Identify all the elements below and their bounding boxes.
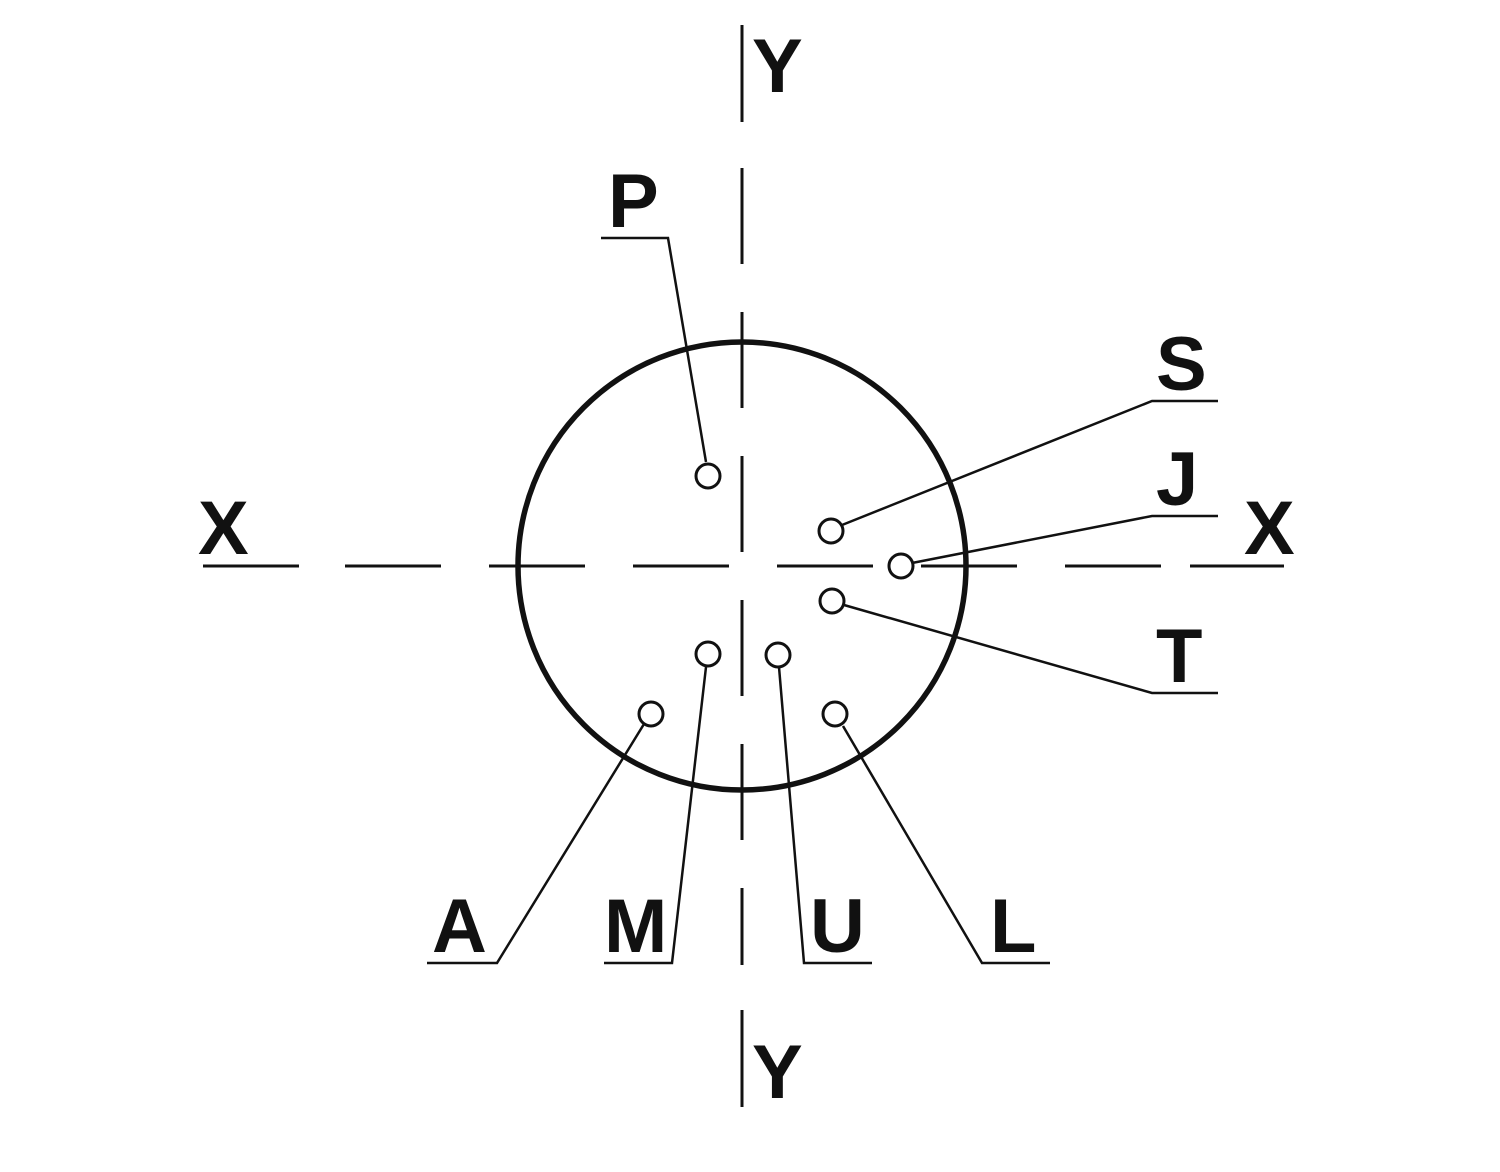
pin-label-u: U [810,884,865,969]
leader-line-u [777,666,872,965]
leader-line-l [841,725,1050,965]
leader-line-j [911,514,1218,565]
leader-line-t [843,603,1218,695]
axis-label-x-right: X [1244,486,1295,571]
connector-outline [515,339,969,793]
pin-l [821,700,849,728]
pin-p [694,462,722,490]
leader-line-m [604,666,708,965]
pin-label-j: J [1156,437,1198,522]
pin-label-s: S [1156,322,1207,407]
pin-a [637,700,665,728]
axis-label-y-bottom: Y [752,1030,803,1115]
pin-u [764,641,792,669]
pin-s [817,517,845,545]
pin-label-l: L [990,884,1036,969]
pin-label-t: T [1156,614,1202,699]
leader-line-p [601,236,708,463]
axis-label-x-left: X [198,486,249,571]
pin-m [694,640,722,668]
pin-label-p: P [608,159,659,244]
pin-t [818,587,846,615]
pin-j [887,552,915,580]
pin-label-m: M [604,884,667,969]
leader-line-s [841,399,1218,527]
leader-line-a [427,723,646,965]
pin-label-a: A [432,884,487,969]
axis-label-y-top: Y [752,24,803,109]
